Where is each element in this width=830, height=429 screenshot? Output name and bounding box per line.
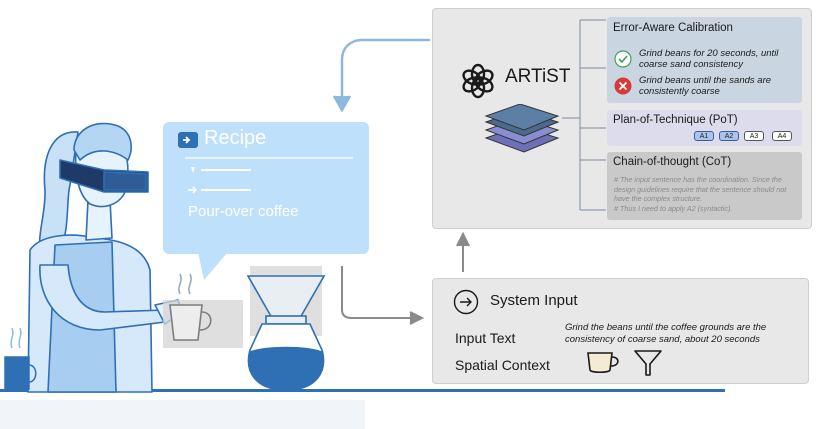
mug-left (4, 327, 37, 390)
input-text-label: Input Text (455, 330, 516, 346)
arrow-circle-icon (453, 289, 479, 315)
bubble-tail (198, 252, 228, 280)
spatial-context-label: Spatial Context (455, 357, 550, 373)
cup-context-icon (587, 352, 619, 374)
calibration-bad-text: Grind beans until the sands are consiste… (639, 75, 772, 97)
pot-title: Plan-of-Technique (PoT) (613, 114, 738, 126)
cot-box (607, 152, 802, 220)
headset-visor (103, 171, 147, 191)
pin-icon (191, 167, 195, 173)
cup-icon (169, 273, 212, 341)
pot-chip-a1: A1 (694, 131, 714, 141)
recipe-divider-lines (185, 157, 353, 194)
layer-stack-icon (484, 104, 560, 153)
system-input-panel (432, 278, 809, 384)
calibration-box (607, 17, 802, 103)
pour-over-dripper (246, 275, 326, 391)
cot-title: Chain-of-thought (CoT) (613, 156, 732, 168)
pot-chip-a3: A3 (744, 131, 764, 141)
system-input-title: System Input (490, 292, 578, 309)
funnel-context-icon (634, 350, 662, 376)
cross-icon (614, 77, 632, 95)
recipe-title: Recipe (204, 127, 267, 149)
openai-logo-icon (462, 63, 494, 99)
cot-line-2: # Thus I need to apply A2 (syntactic). (614, 203, 733, 213)
cot-reasoning: # The input sentence has the coordinatio… (614, 175, 802, 213)
pot-chip-a4: A4 (772, 131, 792, 141)
woman-figure (27, 122, 183, 393)
artist-name: ARTiST (505, 66, 571, 87)
input-text-value: Grind the beans until the coffee grounds… (565, 322, 767, 345)
pot-chip-a2: A2 (719, 131, 739, 141)
table-top (0, 389, 725, 392)
input-arrows (341, 231, 470, 325)
recipe-subtitle: Pour-over coffee (188, 203, 299, 220)
connector-lines (562, 19, 606, 211)
floor-shade (0, 400, 365, 429)
recipe-icon (178, 132, 198, 148)
flow-arrows (332, 38, 430, 113)
hair-top (73, 122, 132, 161)
calibration-title: Error-Aware Calibration (613, 22, 733, 34)
calibration-good-text: Grind beans for 20 seconds, until coarse… (639, 48, 779, 70)
step-arrow-icon (188, 186, 198, 194)
check-icon (614, 50, 632, 68)
cot-line-1: # The input sentence has the coordinatio… (614, 175, 787, 203)
